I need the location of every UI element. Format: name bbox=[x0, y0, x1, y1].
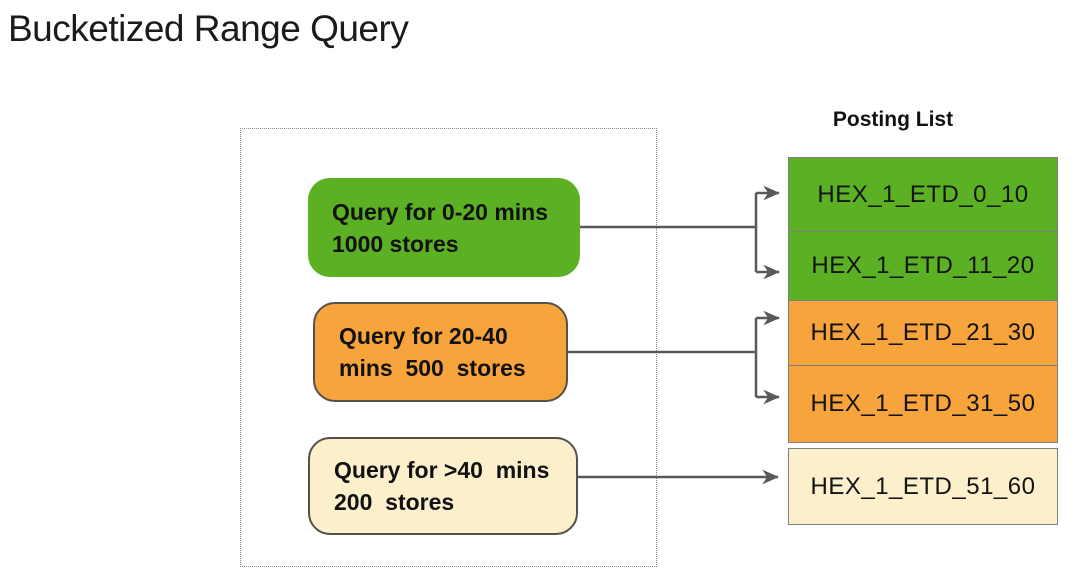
query-group-dotted-container bbox=[240, 128, 657, 567]
posting-cell-etd-31-50: HEX_1_ETD_31_50 bbox=[788, 365, 1058, 443]
posting-cell-label: HEX_1_ETD_21_30 bbox=[810, 319, 1036, 346]
query-box-over-40-mins: Query for >40 mins 200 stores bbox=[308, 437, 578, 535]
posting-list: HEX_1_ETD_0_10 HEX_1_ETD_11_20 HEX_1_ETD… bbox=[788, 157, 1058, 525]
page-title: Bucketized Range Query bbox=[8, 8, 409, 49]
posting-cell-etd-0-10: HEX_1_ETD_0_10 bbox=[788, 157, 1058, 232]
query-box-line2: mins 500 stores bbox=[339, 355, 526, 381]
query-box-line1: Query for 20-40 bbox=[339, 323, 508, 349]
posting-cell-etd-21-30: HEX_1_ETD_21_30 bbox=[788, 300, 1058, 366]
posting-cell-etd-51-60: HEX_1_ETD_51_60 bbox=[788, 448, 1058, 525]
query-box-line1: Query for >40 mins bbox=[334, 457, 550, 483]
posting-cell-label: HEX_1_ETD_0_10 bbox=[817, 180, 1029, 208]
query-box-line1: Query for 0-20 mins bbox=[332, 198, 549, 225]
query-box-20-40-mins: Query for 20-40 mins 500 stores bbox=[313, 302, 568, 402]
posting-cell-label: HEX_1_ETD_11_20 bbox=[811, 252, 1035, 279]
posting-list-header: Posting List bbox=[832, 108, 954, 131]
query-box-line2: 200 stores bbox=[334, 489, 455, 515]
posting-cell-label: HEX_1_ETD_31_50 bbox=[810, 390, 1036, 417]
posting-cell-label: HEX_1_ETD_51_60 bbox=[810, 472, 1036, 500]
query-box-line2: 1000 stores bbox=[332, 230, 459, 257]
posting-cell-etd-11-20: HEX_1_ETD_11_20 bbox=[788, 231, 1058, 301]
query-box-0-20-mins: Query for 0-20 mins 1000 stores bbox=[308, 178, 580, 277]
